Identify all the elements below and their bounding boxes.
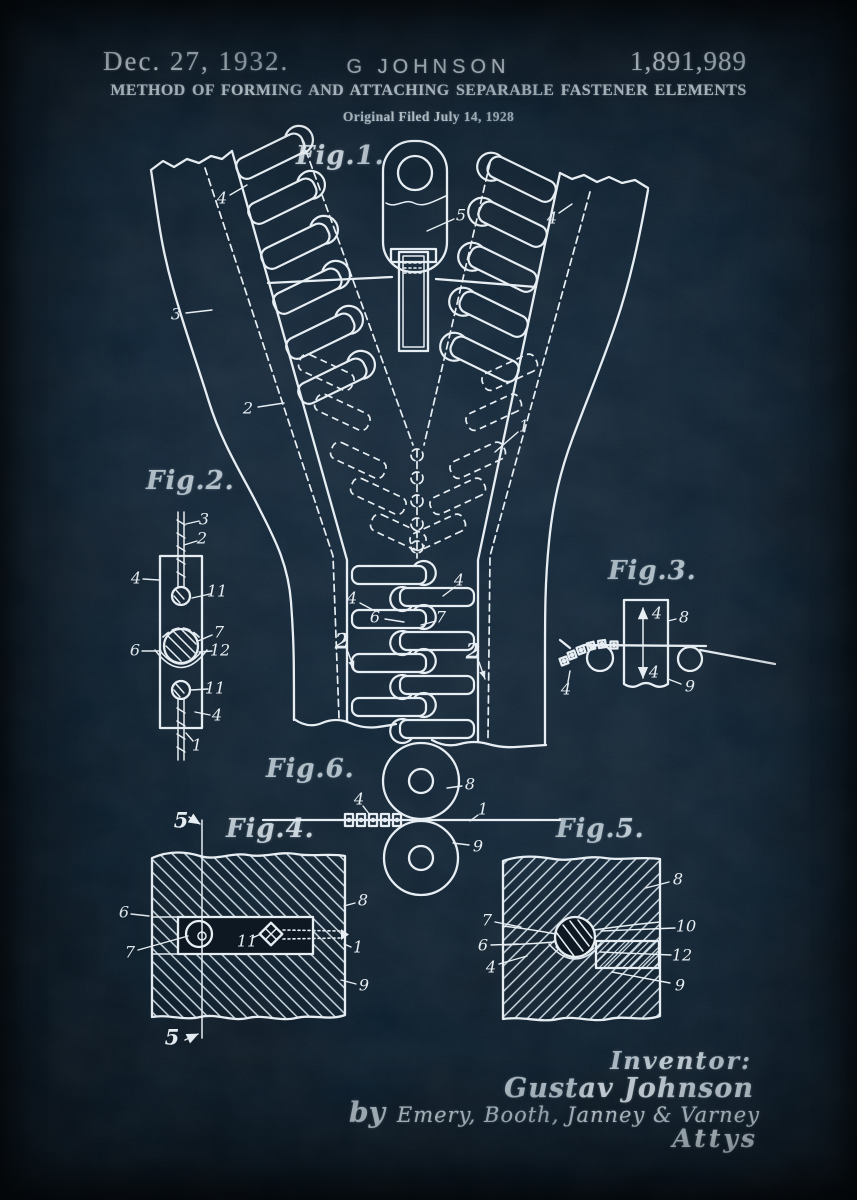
ref-numeral-fig5-7: 7: [482, 911, 493, 930]
ref-numeral-fig1-4: 4: [546, 209, 557, 228]
ref-numeral-fig2-3: 3: [199, 510, 209, 529]
figure-6-drawing: [261, 741, 562, 897]
leader-line: [426, 218, 455, 232]
ref-numeral-fig1-4: 4: [216, 189, 227, 208]
ref-numeral-fig3-4: 4: [651, 604, 662, 623]
leader-line: [137, 935, 189, 951]
ref-numeral-fig4-11: 11: [237, 932, 257, 951]
figure-3-drawing: [558, 598, 777, 688]
leader-line: [384, 618, 405, 623]
ref-numeral-fig5-4: 4: [485, 958, 496, 977]
leader-line: [190, 688, 209, 691]
ref-numeral-fig1-3: 3: [171, 305, 181, 324]
leader-line: [183, 540, 198, 546]
leader-line: [194, 711, 211, 716]
ref-numeral-fig3-9: 9: [685, 677, 695, 696]
leader-line: [567, 670, 571, 683]
ref-numeral-fig2-4: 4: [130, 569, 141, 588]
leader-line: [600, 927, 676, 932]
ref-numeral-fig1-6: 6: [370, 608, 380, 627]
ref-numeral-fig1-5: 5: [456, 206, 466, 225]
leader-line: [469, 814, 479, 822]
leader-line: [494, 921, 522, 928]
leader-line: [362, 805, 371, 816]
leader-line: [185, 732, 194, 742]
leader-line: [442, 586, 456, 597]
ref-numeral-fig6-1: 1: [478, 800, 488, 819]
ref-numeral-fig2-12: 12: [210, 641, 230, 660]
figure-4-drawing: [150, 813, 349, 1044]
leader-line: [490, 943, 519, 946]
ref-numeral-fig4-8: 8: [358, 891, 368, 910]
leader-arrowhead: [479, 670, 486, 679]
ref-numeral-fig1-4: 4: [453, 571, 464, 590]
leader-line: [599, 951, 672, 956]
patent-line-art: 4325414467223241176121141448944891556781…: [119, 120, 777, 1050]
ref-numeral-fig2-11: 11: [205, 679, 225, 698]
leader-line: [494, 431, 519, 453]
leader-line: [185, 309, 213, 314]
leader-line: [343, 943, 352, 948]
leader-line: [251, 933, 262, 939]
leader-line: [229, 184, 248, 196]
leader-line: [142, 578, 160, 581]
ref-numeral-fig1-1: 1: [519, 417, 529, 436]
ref-numeral-fig1-4: 4: [346, 589, 357, 608]
ref-numeral-fig1-7: 7: [436, 608, 447, 627]
ref-numeral-fig4-5: 5: [165, 1025, 180, 1050]
ref-numeral-fig1-2: 2: [465, 639, 481, 664]
leader-line: [667, 678, 682, 685]
leader-line: [420, 620, 437, 626]
ref-numeral-fig2-7: 7: [214, 623, 225, 642]
ref-numeral-fig3-4: 4: [648, 663, 659, 682]
leader-line: [130, 913, 150, 917]
leader-line: [343, 902, 356, 907]
figure-5-drawing: [501, 855, 662, 1022]
leader-line: [185, 520, 200, 525]
leader-line: [645, 881, 670, 889]
ref-numeral-fig4-5: 5: [174, 808, 189, 833]
leader-line: [452, 842, 470, 846]
ref-numeral-fig5-6: 6: [478, 936, 488, 955]
leader-line: [446, 785, 463, 789]
ref-numeral-fig4-6: 6: [119, 903, 129, 922]
leader-line: [498, 955, 528, 965]
ref-numeral-fig6-9: 9: [473, 837, 483, 856]
leader-line: [257, 402, 285, 408]
ref-numeral-fig5-12: 12: [672, 946, 692, 965]
ref-numeral-fig1-2: 2: [242, 399, 253, 418]
ref-numeral-fig2-4: 4: [211, 706, 222, 725]
leader-line: [667, 618, 677, 622]
figure-2-drawing: [154, 511, 208, 761]
ref-numeral-fig4-7: 7: [125, 943, 136, 962]
ref-numeral-fig4-9: 9: [359, 976, 369, 995]
ref-numeral-fig6-4: 4: [353, 790, 364, 809]
leader-line: [191, 593, 211, 599]
ref-numeral-fig2-11: 11: [207, 582, 227, 601]
leader-arrowhead: [348, 660, 355, 669]
ref-numeral-fig2-1: 1: [192, 736, 202, 755]
ref-numeral-fig3-4: 4: [560, 680, 571, 699]
ref-numeral-fig5-9: 9: [675, 976, 685, 995]
leader-line: [197, 634, 213, 642]
leader-line: [198, 650, 213, 653]
figure-1-drawing: [149, 120, 650, 749]
leader-line: [611, 971, 671, 984]
leader-line: [340, 979, 357, 985]
ref-numeral-fig4-1: 1: [353, 938, 363, 957]
ref-numeral-fig6-8: 8: [465, 775, 475, 794]
leader-line: [359, 602, 376, 612]
ref-numeral-fig2-2: 2: [196, 529, 207, 548]
leader-line: [558, 203, 573, 214]
ref-numeral-fig5-8: 8: [673, 870, 683, 889]
ref-numeral-fig3-8: 8: [679, 608, 689, 627]
ref-numeral-fig1-2: 2: [334, 629, 350, 654]
ref-numeral-fig2-6: 6: [130, 641, 140, 660]
ref-numeral-fig5-10: 10: [676, 917, 696, 936]
